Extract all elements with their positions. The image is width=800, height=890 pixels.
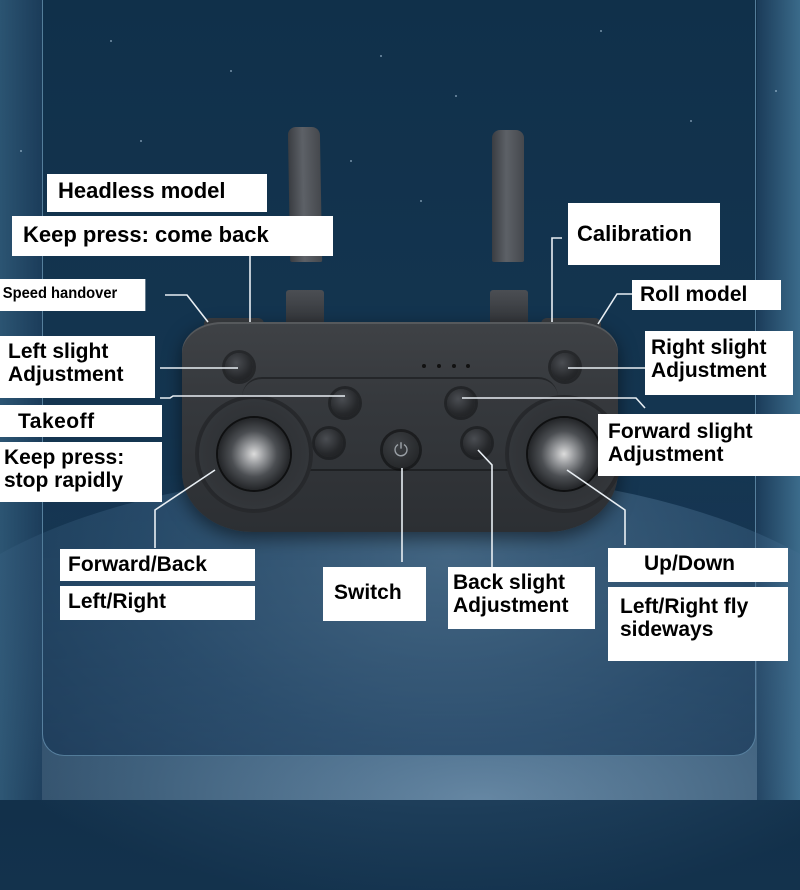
takeoff-button[interactable] (331, 389, 359, 417)
label-back-slight-adjustment: Back slight Adjustment (448, 567, 595, 629)
earth-background (0, 470, 800, 890)
label-line-2: stop rapidly (4, 469, 124, 493)
right-trim-button[interactable] (551, 353, 579, 381)
star (20, 150, 22, 152)
label-line-2: Adjustment (453, 594, 569, 618)
label-text: Switch (334, 581, 402, 604)
label-text: Speed handover (2, 285, 118, 302)
label-text: Takeoff (18, 410, 95, 433)
led-indicator (452, 364, 456, 368)
label-line-2: sideways (620, 618, 714, 642)
label-text: Calibration (577, 221, 692, 246)
led-indicator (422, 364, 426, 368)
label-takeoff: Takeoff (0, 405, 162, 437)
star (420, 200, 422, 202)
label-up-down: Up/Down (608, 548, 788, 582)
right-antenna (492, 130, 524, 262)
label-keep-press-stop-rapidly: Keep press: stop rapidly (0, 442, 162, 502)
right-joystick-knob[interactable] (528, 418, 600, 490)
label-text: Keep press: come back (23, 222, 269, 247)
star (380, 55, 382, 57)
label-right-slight-adjustment: Right slight Adjustment (645, 331, 793, 395)
led-indicator (466, 364, 470, 368)
label-speed-handover: Speed handover (0, 279, 146, 311)
power-icon: ⏻ (393, 440, 409, 460)
background-right-stripe (757, 0, 800, 800)
led-indicator (437, 364, 441, 368)
background-left-stripe (0, 0, 42, 800)
label-line-1: Right slight (651, 336, 767, 359)
label-left-right: Left/Right (60, 586, 255, 620)
label-text: Left/Right (68, 590, 166, 613)
controller-groove (242, 377, 558, 471)
label-calibration: Calibration (568, 203, 720, 265)
label-keep-press-come-back: Keep press: come back (12, 216, 333, 256)
star (775, 90, 777, 92)
label-line-1: Back slight (453, 571, 566, 594)
label-roll-model: Roll model (632, 280, 781, 310)
label-switch: Switch (323, 567, 426, 621)
left-trim-button[interactable] (225, 353, 253, 381)
star (110, 40, 112, 42)
star (140, 140, 142, 142)
star (455, 95, 457, 97)
label-headless-model: Headless model (47, 174, 267, 212)
extra-left-button[interactable] (315, 429, 343, 457)
star (690, 120, 692, 122)
label-forward-slight-adjustment: Forward slight Adjustment (598, 414, 800, 476)
label-line-1: Keep press: (4, 446, 125, 469)
star (350, 160, 352, 162)
label-text: Roll model (640, 283, 748, 306)
label-left-right-fly-sideways: Left/Right fly sideways (608, 587, 788, 661)
label-text: Headless model (58, 178, 226, 203)
star (230, 70, 232, 72)
label-line-1: Left slight (8, 340, 109, 363)
label-text: Forward/Back (68, 553, 207, 576)
label-text: Up/Down (644, 552, 735, 575)
label-line-1: Forward slight (608, 420, 753, 443)
label-forward-back: Forward/Back (60, 549, 255, 581)
label-line-1: Left/Right fly (620, 595, 749, 618)
label-left-slight-adjustment: Left slight Adjustment (0, 336, 155, 398)
label-line-2: Adjustment (608, 443, 724, 467)
back-trim-button[interactable] (463, 429, 491, 457)
label-line-2: Adjustment (651, 359, 767, 383)
power-switch-button[interactable]: ⏻ (383, 432, 419, 468)
star (600, 30, 602, 32)
left-joystick-knob[interactable] (218, 418, 290, 490)
forward-trim-button[interactable] (447, 389, 475, 417)
left-joystick[interactable] (195, 395, 313, 513)
label-line-2: Adjustment (8, 363, 124, 387)
